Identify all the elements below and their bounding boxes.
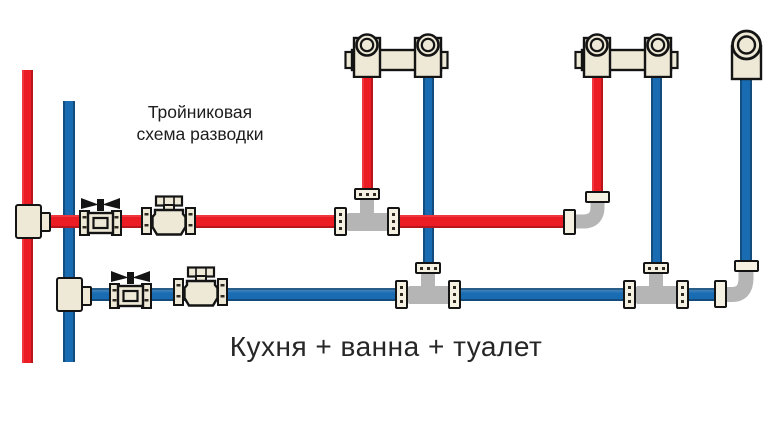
riser-tee-cold-outlet [81, 286, 92, 306]
compression-fitting [643, 262, 669, 274]
compression-fitting [387, 207, 400, 236]
compression-fitting [395, 280, 408, 309]
cold-branch-pipe-bath [651, 76, 662, 266]
cold-water-riser-pipe [63, 101, 75, 362]
check-valve-hot-icon [141, 195, 196, 236]
diagram-title-line2: схема разводки [136, 124, 264, 144]
hot-branch-pipe-bath [592, 76, 603, 197]
cold-branch-pipe-toilet [740, 78, 752, 265]
diagram-caption: Кухня + ванна + туалет [229, 331, 543, 362]
riser-tee-hot-outlet [40, 212, 51, 232]
wall-mixer-unit-kitchen [344, 33, 449, 78]
ball-valve-cold-icon [109, 271, 152, 309]
pipe-elbow-hot-icon [575, 197, 605, 229]
diagram-title: Тройниковая схема разводки [116, 101, 284, 145]
cold-branch-pipe-kitchen [423, 76, 434, 266]
wall-mixer-unit-bath [574, 33, 679, 78]
riser-tee-cold [56, 277, 83, 312]
compression-fitting [334, 207, 347, 236]
hot-branch-pipe-kitchen [362, 76, 373, 192]
compression-fitting [585, 191, 610, 203]
compression-fitting [714, 280, 727, 308]
riser-tee-hot [15, 204, 42, 239]
pipe-elbow-cold-icon [726, 268, 754, 302]
compression-fitting [354, 188, 380, 200]
compression-fitting [563, 209, 576, 235]
tee-fitting-hot-kitchen [347, 213, 388, 231]
check-valve-cold-icon [173, 266, 228, 307]
compression-fitting [734, 260, 759, 272]
toilet-outlet-unit [730, 29, 763, 81]
compression-fitting [448, 280, 461, 309]
diagram-title-line1: Тройниковая [147, 102, 253, 122]
compression-fitting [415, 262, 441, 274]
tee-fitting-cold-bath [636, 286, 677, 304]
tee-fitting-cold-kitchen [408, 286, 449, 304]
compression-fitting [676, 280, 689, 309]
compression-fitting [623, 280, 636, 309]
ball-valve-hot-icon [79, 198, 122, 236]
hot-water-main-pipe [48, 215, 567, 228]
